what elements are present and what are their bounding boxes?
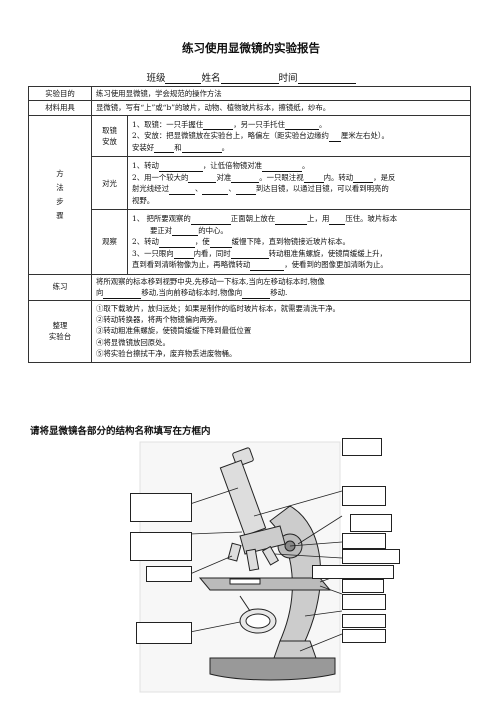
observe-label: 观察 [91, 209, 128, 275]
answer-blank[interactable] [209, 238, 232, 248]
label-box[interactable] [130, 493, 192, 522]
purpose-row: 实验目的 练习使用显微镜，学会规范的操作方法 [28, 85, 471, 102]
method-light-row: 对光 1、转动，让低倍物镜对准。 2、用一个较大的对准。一只眼注视内。转动，是反… [29, 156, 471, 211]
answer-blank[interactable] [172, 226, 199, 237]
answer-blank[interactable] [284, 120, 319, 131]
answer-blank[interactable] [181, 143, 222, 154]
label-box[interactable] [312, 565, 394, 579]
label-box[interactable] [342, 594, 386, 610]
method-observe-row: 观察 1、 把所要观察的正面朝上放在上，用压住。玻片标本 要正对的中心。 2、转… [29, 209, 471, 275]
tidy-label: 整理 实验台 [28, 299, 92, 363]
light-label: 对光 [91, 156, 128, 211]
materials-text: 显微镜，写有“上”或“b”的玻片，动物、植物玻片标本，擦镜纸，纱布。 [91, 100, 471, 116]
purpose-label: 实验目的 [28, 85, 92, 102]
answer-blank[interactable] [103, 289, 142, 299]
label-box[interactable] [342, 533, 386, 549]
answer-blank[interactable] [158, 162, 203, 172]
tidy-row: 整理 实验台 ①取下载玻片，放归远处；如果是制作的临时玻片标本，就需要清洗干净。… [28, 299, 471, 363]
answer-blank[interactable] [303, 173, 324, 184]
student-info-line: 班级 姓名 时间 [0, 70, 502, 84]
answer-blank[interactable] [158, 238, 195, 248]
answer-blank[interactable] [173, 249, 194, 260]
answer-blank[interactable] [154, 143, 175, 154]
list-item: ②转动转换器，将两个物镜偏向两旁。 [96, 314, 222, 324]
answer-blank[interactable] [250, 261, 285, 271]
answer-blank[interactable] [230, 249, 269, 260]
answer-blank[interactable] [328, 132, 341, 142]
answer-blank[interactable] [188, 173, 217, 184]
list-item: ④将显微镜放回原处。 [96, 337, 170, 347]
materials-row: 材料用具 显微镜，写有“上”或“b”的玻片，动物、植物玻片标本，擦镜纸，纱布。 [28, 100, 471, 116]
answer-blank[interactable] [202, 185, 229, 195]
label-box[interactable] [136, 622, 192, 644]
class-label: 班级 [146, 73, 166, 84]
tube-drawing [219, 447, 267, 537]
answer-blank[interactable] [190, 215, 231, 225]
tidy-text: ①取下载玻片，放归远处；如果是制作的临时玻片标本，就需要清洗干净。 ②转动转换器… [91, 299, 471, 363]
take-label: 取镜 安放 [91, 114, 128, 158]
label-box[interactable] [342, 486, 386, 506]
list-item: ③转动粗准焦螺旋，使镜筒缓缓下降到最低位置 [96, 326, 252, 336]
method-label: 方法步骤 [28, 114, 92, 275]
label-box[interactable] [342, 438, 382, 456]
class-blank[interactable] [165, 73, 202, 84]
label-box[interactable] [342, 614, 386, 628]
label-box[interactable] [342, 579, 384, 593]
time-label: 时间 [278, 73, 298, 84]
materials-label: 材料用具 [28, 100, 92, 116]
answer-blank[interactable] [168, 185, 195, 195]
answer-blank[interactable] [231, 173, 260, 184]
practice-text: 将所观察的标本移到视野中央,先移动一下标本,当向左移动标本时,物像 向移动,当向… [91, 273, 471, 301]
list-item: ⑤将实验台擦拭干净，废弃物丢进废物桶。 [96, 349, 237, 359]
answer-blank[interactable] [353, 173, 374, 184]
answer-blank[interactable] [242, 289, 271, 299]
answer-blank[interactable] [275, 215, 308, 225]
label-box[interactable] [146, 566, 192, 582]
label-box[interactable] [130, 532, 192, 561]
time-blank[interactable] [297, 73, 356, 84]
diagram-title: 请将显微镜各部分的结构名称填写在方框内 [30, 426, 211, 437]
label-box[interactable] [350, 514, 392, 532]
name-label: 姓名 [201, 73, 221, 84]
answer-blank[interactable] [235, 185, 256, 195]
label-box[interactable] [342, 549, 400, 564]
take-text: 1、取镜：一只手握住，另一只手托住。 2、安放：把显微镜放在实验台上，略偏左（距… [127, 114, 471, 158]
light-text: 1、转动，让低倍物镜对准。 2、用一个较大的对准。一只眼注视内。转动，是反 射光… [127, 156, 471, 211]
observe-text: 1、 把所要观察的正面朝上放在上，用压住。玻片标本 要正对的中心。 2、转动，使… [127, 209, 471, 275]
method-take-row: 方法步骤 取镜 安放 1、取镜：一只手握住，另一只手托住。 2、安放：把显微镜放… [28, 114, 471, 275]
practice-row: 练习 将所观察的标本移到视野中央,先移动一下标本,当向左移动标本时,物像 向移动… [28, 273, 471, 301]
answer-blank[interactable] [329, 215, 346, 225]
microscope-diagram [120, 436, 400, 696]
answer-blank[interactable] [203, 120, 234, 131]
purpose-text: 练习使用显微镜，学会规范的操作方法 [91, 85, 471, 102]
name-blank[interactable] [220, 73, 279, 84]
label-box[interactable] [342, 629, 386, 643]
page-title: 练习使用显微镜的实验报告 [182, 41, 320, 55]
answer-blank[interactable] [262, 162, 303, 172]
practice-label: 练习 [28, 273, 92, 301]
microscope-illustration [139, 441, 343, 693]
list-item: ①取下载玻片，放归远处；如果是制作的临时玻片标本，就需要清洗干净。 [96, 303, 340, 313]
report-table: 实验目的 练习使用显微镜，学会规范的操作方法 材料用具 显微镜，写有“上”或“b… [28, 85, 471, 363]
